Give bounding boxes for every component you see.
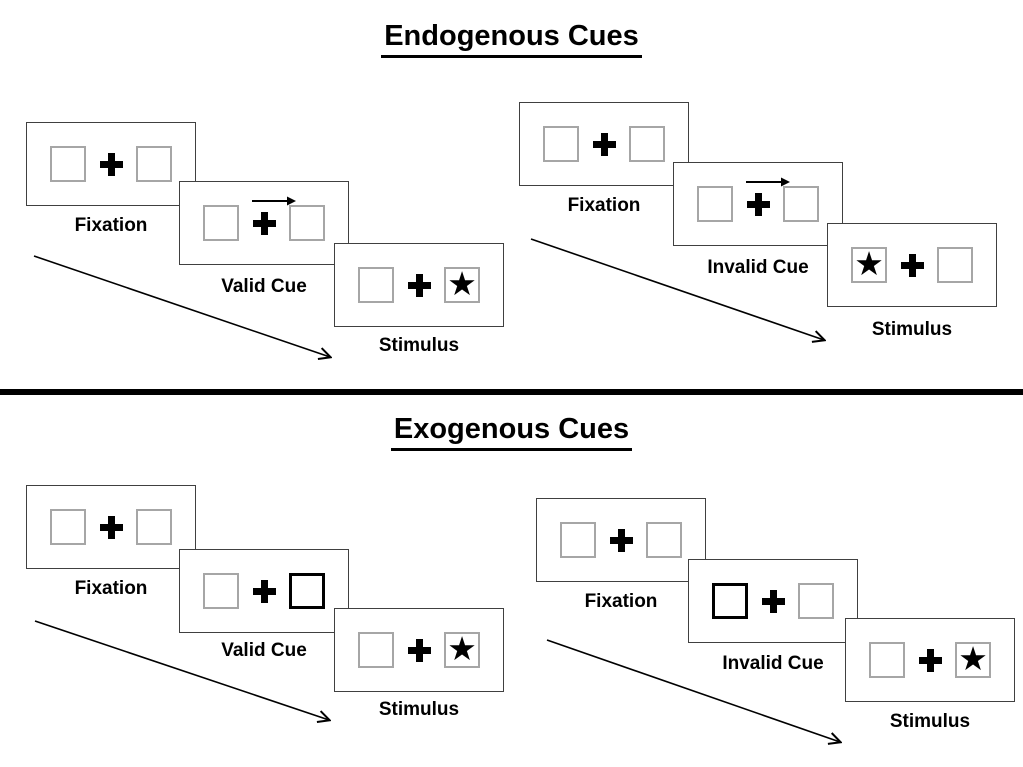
right-placeholder-square — [646, 522, 682, 558]
fixation-cross-icon — [900, 253, 924, 277]
left-placeholder-square — [560, 522, 596, 558]
frame-label-fixation: Fixation — [74, 215, 148, 236]
stimulus-card: ★ — [845, 618, 1015, 702]
left-highlighted-cue-square — [712, 583, 748, 619]
stimulus-card: ★ — [334, 608, 504, 692]
stimulus-card: ★ — [827, 223, 997, 307]
fixation-cross-icon — [252, 579, 276, 603]
timeline-arrow-endogenous-invalid — [530, 238, 824, 340]
left-placeholder-square — [50, 509, 86, 545]
right-target-square: ★ — [444, 267, 480, 303]
star-stimulus-icon: ★ — [958, 639, 988, 678]
fixation-cross-icon — [761, 589, 785, 613]
frame-label-fixation: Fixation — [567, 195, 641, 216]
right-placeholder-square — [629, 126, 665, 162]
frame-label-stimulus: Stimulus — [378, 335, 460, 356]
fixation-cross-icon — [918, 648, 942, 672]
frame-label-cue: Invalid Cue — [707, 257, 809, 278]
right-placeholder-square — [798, 583, 834, 619]
section-title-endogenous: Endogenous Cues — [0, 20, 1023, 58]
left-placeholder-square — [697, 186, 733, 222]
fixation-cross-icon — [99, 152, 123, 176]
stimulus-card: ★ — [334, 243, 504, 327]
right-target-square: ★ — [955, 642, 991, 678]
frame-label-fixation: Fixation — [74, 578, 148, 599]
right-placeholder-square — [937, 247, 973, 283]
left-placeholder-square — [543, 126, 579, 162]
cue-card — [179, 181, 349, 265]
right-placeholder-square — [289, 205, 325, 241]
fixation-cross-icon — [746, 192, 770, 216]
left-placeholder-square — [203, 205, 239, 241]
fixation-cross-icon — [407, 638, 431, 662]
left-target-square: ★ — [851, 247, 887, 283]
right-placeholder-square — [136, 509, 172, 545]
star-stimulus-icon: ★ — [854, 244, 884, 283]
frame-label-stimulus: Stimulus — [889, 711, 971, 732]
fixation-cross-icon — [407, 273, 431, 297]
timeline-arrow-exogenous-valid — [34, 620, 329, 720]
right-placeholder-square — [136, 146, 172, 182]
frame-label-stimulus: Stimulus — [871, 319, 953, 340]
timeline-arrow-endogenous-valid — [33, 255, 330, 357]
section-divider — [0, 389, 1023, 395]
left-placeholder-square — [50, 146, 86, 182]
fixation-card — [26, 122, 196, 206]
left-placeholder-square — [869, 642, 905, 678]
right-placeholder-square — [783, 186, 819, 222]
left-placeholder-square — [203, 573, 239, 609]
cue-card — [688, 559, 858, 643]
frame-label-cue: Invalid Cue — [722, 653, 824, 674]
fixation-cross-icon — [99, 515, 123, 539]
star-stimulus-icon: ★ — [447, 264, 477, 303]
fixation-card — [536, 498, 706, 582]
fixation-cross-icon — [592, 132, 616, 156]
fixation-cross-icon — [609, 528, 633, 552]
left-placeholder-square — [358, 267, 394, 303]
cue-card — [673, 162, 843, 246]
star-stimulus-icon: ★ — [447, 629, 477, 668]
section-title-endogenous-text: Endogenous Cues — [381, 20, 642, 58]
frame-label-cue: Valid Cue — [221, 640, 307, 661]
section-title-exogenous: Exogenous Cues — [0, 413, 1023, 451]
right-highlighted-cue-square — [289, 573, 325, 609]
frame-label-stimulus: Stimulus — [378, 699, 460, 720]
left-placeholder-square — [358, 632, 394, 668]
right-arrow-cue-icon — [252, 196, 296, 206]
section-title-exogenous-text: Exogenous Cues — [390, 413, 633, 451]
right-target-square: ★ — [444, 632, 480, 668]
frame-label-fixation: Fixation — [584, 591, 658, 612]
frame-label-cue: Valid Cue — [221, 276, 307, 297]
fixation-card — [519, 102, 689, 186]
cue-card — [179, 549, 349, 633]
fixation-cross-icon — [252, 211, 276, 235]
fixation-card — [26, 485, 196, 569]
right-arrow-cue-icon — [746, 177, 790, 187]
